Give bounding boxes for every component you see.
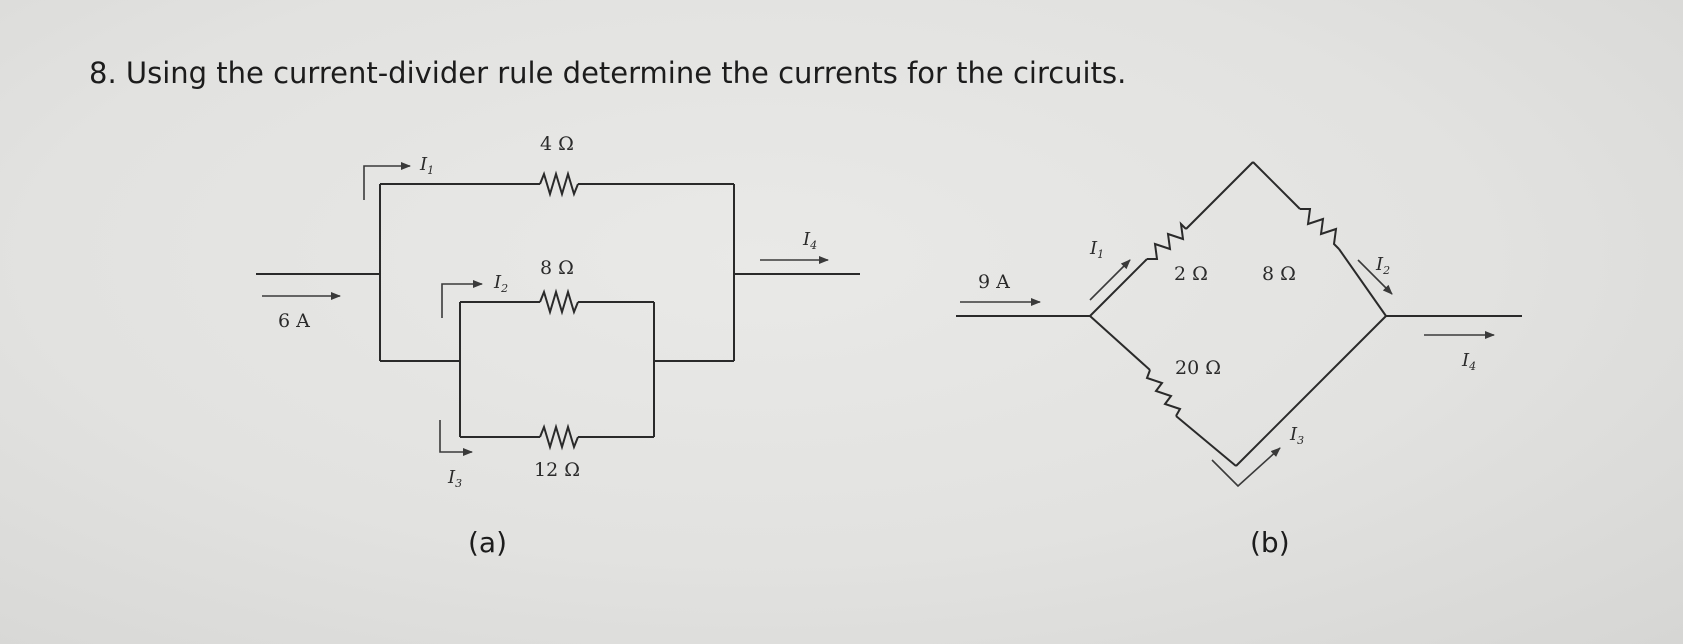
a-resistor-12ohm [539, 423, 579, 451]
a-i1-arrow [363, 162, 411, 200]
b-i1-label: I1 [1089, 238, 1104, 261]
b-resistor-2ohm [1147, 221, 1187, 260]
b-upper-right-wire-a [1252, 161, 1301, 210]
b-r-lower-label: 20 Ω [1175, 357, 1221, 379]
b-lower-left-wire-b [1175, 415, 1237, 467]
b-i4-label: I4 [1461, 350, 1476, 373]
b-i3-label: I3 [1289, 424, 1304, 447]
b-i1-arrow [1089, 259, 1131, 301]
a-i3-arrow [439, 420, 473, 456]
a-r-top-label: 4 Ω [540, 133, 574, 155]
b-upper-left-wire-a [1089, 258, 1148, 317]
b-i2-label: I2 [1375, 254, 1390, 277]
b-lower-right-wire [1235, 315, 1387, 467]
b-upper-left-wire-b [1185, 161, 1254, 230]
circuit-a: 6 A [256, 133, 860, 559]
a-i2-arrow [441, 280, 483, 318]
b-resistor-20ohm [1145, 369, 1182, 417]
b-upper-right-wire-b [1338, 248, 1387, 317]
circuit-b: 9 A 2 Ω 8 Ω 20 Ω [956, 161, 1522, 559]
b-source-label: 9 A [978, 271, 1010, 293]
b-i2-arrow [1357, 259, 1393, 295]
b-i3-arrow [1211, 447, 1281, 488]
a-i4-label: I4 [802, 229, 817, 252]
a-i2-label: I2 [493, 272, 508, 295]
a-resistor-8ohm [539, 288, 579, 316]
a-caption: (a) [468, 526, 507, 559]
b-r-upper-left-label: 2 Ω [1174, 263, 1208, 285]
a-i1-label: I1 [419, 154, 434, 177]
a-source-label: 6 A [278, 310, 310, 332]
a-r-bottom-label: 12 Ω [534, 459, 580, 481]
b-resistor-8ohm [1300, 208, 1340, 250]
question-text: 8. Using the current-divider rule determ… [89, 56, 1127, 90]
a-i3-label: I3 [447, 467, 462, 490]
b-caption: (b) [1250, 526, 1290, 559]
b-r-upper-right-label: 8 Ω [1262, 263, 1296, 285]
a-r-mid-label: 8 Ω [540, 257, 574, 279]
a-resistor-4ohm [539, 170, 579, 198]
b-lower-left-wire-a [1089, 315, 1151, 371]
